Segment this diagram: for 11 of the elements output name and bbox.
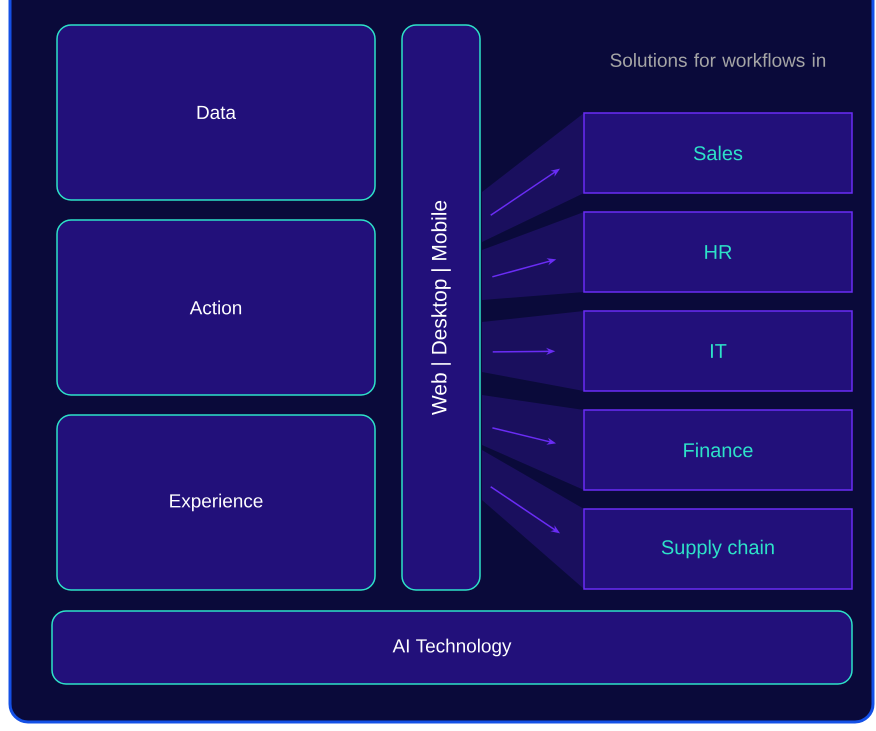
platform-box: Experience [56, 414, 376, 591]
channel-bar: Web | Desktop | Mobile [401, 24, 481, 591]
platform-box: AI Technology [51, 610, 853, 685]
workflow-box: Finance [583, 409, 853, 491]
platform-box: Action [56, 219, 376, 396]
platform-box: Data [56, 24, 376, 201]
heading: Solutions for workflows in [610, 53, 826, 67]
workflow-box: Sales [583, 112, 853, 194]
workflow-box: Supply chain [583, 508, 853, 590]
workflow-box: HR [583, 211, 853, 293]
workflow-box: IT [583, 310, 853, 392]
